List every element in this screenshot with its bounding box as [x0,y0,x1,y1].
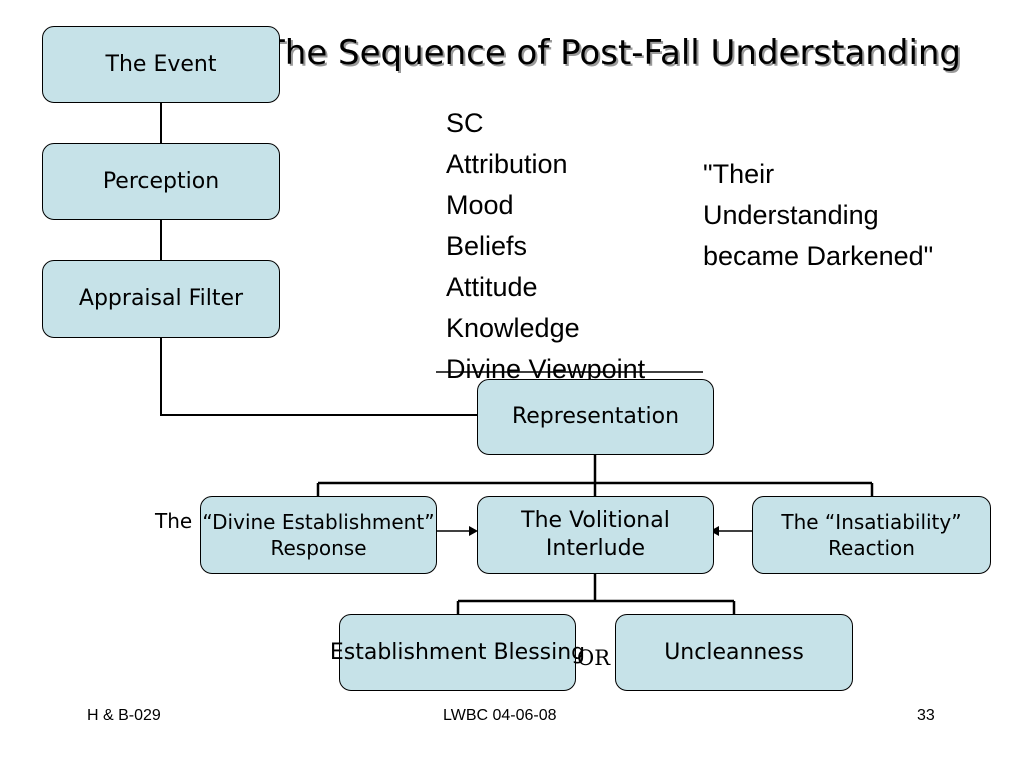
node-perception: Perception [42,143,280,220]
node-appraisal-filter-label: Appraisal Filter [78,286,244,311]
node-volitional-interlude: The Volitional Interlude [477,496,714,574]
divine-response-line1: “Divine Establishment” [202,510,435,534]
factor-item: Beliefs [446,231,528,261]
node-uncleanness-label: Uncleanness [664,639,804,665]
node-establishment-blessing-label: Establishment Blessing [329,639,586,665]
factor-item: SC [446,108,484,138]
arrowhead-divine [469,526,478,536]
node-the-event-label: The Event [105,51,217,77]
volitional-line1: The Volitional [521,508,670,533]
node-insatiability-reaction: The “Insatiability” Reaction [752,496,991,574]
node-perception-label: Perception [102,168,220,194]
factor-item: Attribution [446,149,568,179]
node-the-event: The Event [42,26,280,103]
footer-center: LWBC 04-06-08 [443,707,557,724]
arrowhead-insatiability [710,526,719,536]
or-label: OR [577,646,611,670]
factor-item: Attitude [446,272,538,302]
node-appraisal-filter: Appraisal Filter [42,260,280,338]
appraisal-factors-list: SC Attribution Mood Beliefs Attitude Kno… [446,103,645,390]
darkened-understanding-quote: "Their Understanding became Darkened" [703,159,934,271]
divine-response-line2: Response [270,536,367,560]
slide-title: The Sequence of Post-Fall Understanding [264,33,962,73]
footer-left: H & B-029 [87,707,161,724]
insatiability-line2: Reaction [828,536,915,560]
factor-item: Mood [446,190,514,220]
volitional-line2: Interlude [545,536,646,561]
node-establishment-blessing: Establishment Blessing [330,614,585,691]
insatiability-line1: The “Insatiability” [781,510,962,534]
connector-appraisal-representation [160,338,477,416]
page-number: 33 [917,707,935,724]
node-uncleanness: Uncleanness [615,614,853,691]
divine-response-prefix: The [155,509,193,533]
node-representation-label: Representation [511,404,680,429]
node-divine-establishment-response: “Divine Establishment” Response [200,496,437,574]
factor-item: Knowledge [446,313,580,343]
node-representation: Representation [477,379,714,455]
